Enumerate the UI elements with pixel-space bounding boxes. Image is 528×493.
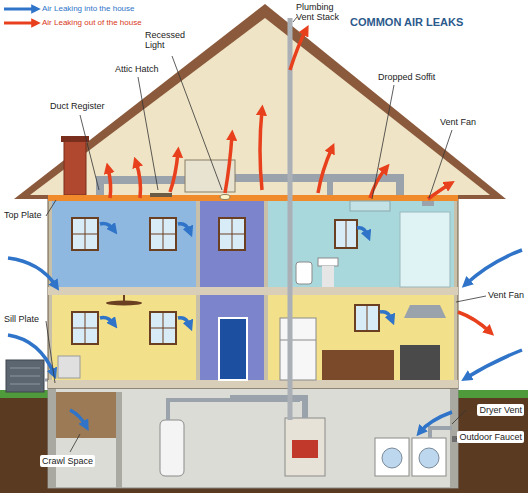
legend-text: Air Leaking out of the house [42, 18, 142, 27]
fixture-label: Recessed Light [145, 30, 189, 51]
legend-arrow [4, 22, 36, 25]
plate-label: Top Plate [4, 210, 42, 220]
legend-arrow [4, 8, 36, 11]
faucet-label: Outdoor Faucet [457, 431, 524, 443]
plate-label: Sill Plate [4, 314, 39, 324]
pipe-label: Plumbing Vent Stack [296, 2, 354, 23]
fan-label: Vent Fan [440, 117, 476, 127]
fan-label: Vent Fan [488, 290, 524, 300]
register-label: Duct Register [50, 101, 105, 111]
diagram-title: COMMON AIR LEAKS [350, 16, 463, 29]
legend-text: Air Leaking into the house [42, 4, 135, 13]
vent-label: Dryer Vent [477, 404, 524, 416]
space-label: Crawl Space [40, 455, 95, 467]
soffit-label: Dropped Soffit [378, 72, 435, 82]
hatch-label: Attic Hatch [115, 64, 159, 74]
